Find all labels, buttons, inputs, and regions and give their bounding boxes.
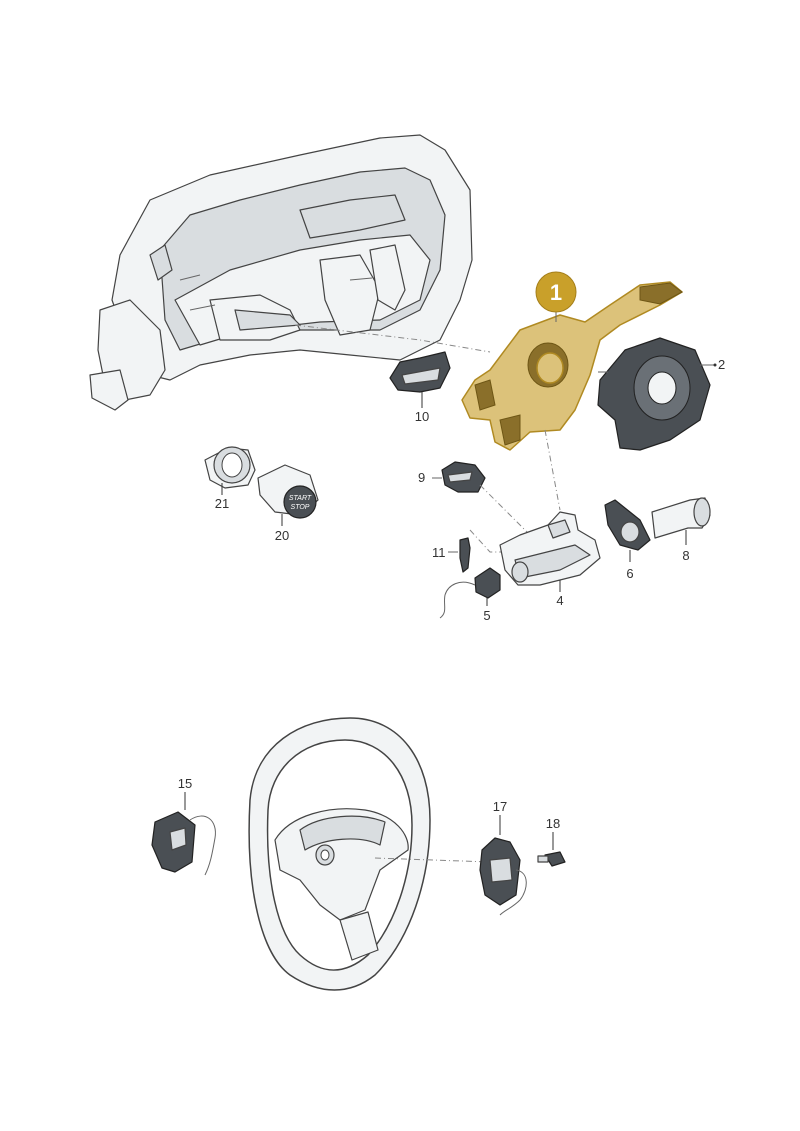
part-1-steering-column-switch[interactable] — [461, 281, 683, 451]
part-15-multifunction-button-left[interactable] — [151, 811, 216, 876]
part-9-sensor[interactable] — [441, 461, 486, 493]
callout-1-badge[interactable]: 1 — [535, 271, 577, 313]
callout-6-label: 6 — [626, 566, 633, 581]
callout-9-label: 9 — [418, 470, 425, 485]
part-2-clock-spring[interactable] — [597, 337, 711, 451]
part-5-ignition-switch[interactable] — [439, 567, 501, 619]
part-17-multifunction-button-right[interactable] — [479, 837, 527, 916]
part-10-bracket[interactable] — [389, 351, 451, 393]
part-20-start-stop-button[interactable]: START STOP — [257, 464, 319, 519]
callout-21-label: 21 — [215, 496, 229, 511]
callout-4-label: 4 — [556, 593, 563, 608]
callout-20-label: 20 — [275, 528, 289, 543]
callout-15-label: 15 — [178, 776, 192, 791]
callout-5-label: 5 — [483, 608, 490, 623]
steering-wheel — [248, 717, 491, 991]
start-button-text-line2: STOP — [291, 504, 310, 511]
callout-2-label: 2 — [718, 357, 725, 372]
part-6-cover[interactable] — [604, 499, 651, 551]
callout-8-label: 8 — [682, 548, 689, 563]
dashboard-assembly — [89, 134, 491, 411]
part-11-screw[interactable] — [459, 537, 471, 573]
callout-10-label: 10 — [415, 409, 429, 424]
part-8-lock-cylinder[interactable] — [651, 497, 711, 539]
callout-18-label: 18 — [546, 816, 560, 831]
part-21-ring[interactable] — [204, 446, 256, 489]
start-button-text-line1: START — [289, 495, 312, 502]
callout-11-label: 11 — [432, 545, 446, 560]
part-18-bolt[interactable] — [537, 851, 566, 867]
part-4-steering-lock-housing[interactable] — [499, 511, 601, 586]
callout-1-label: 1 — [550, 280, 562, 305]
callout-17-label: 17 — [493, 799, 507, 814]
